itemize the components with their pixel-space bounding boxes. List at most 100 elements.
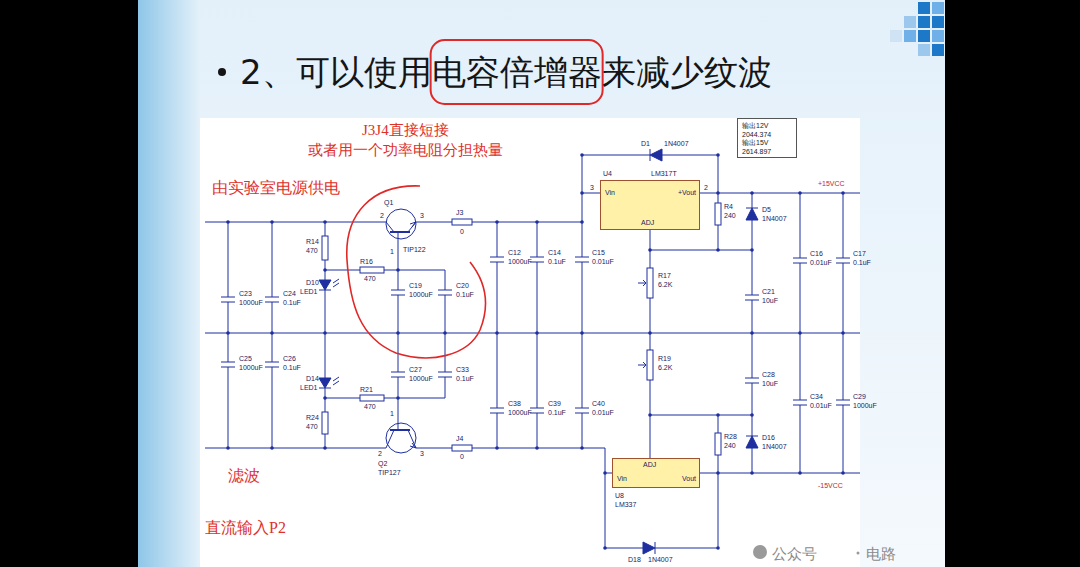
component-label: C26 — [283, 355, 296, 362]
junction-dot — [535, 446, 539, 450]
logo-square — [918, 16, 930, 28]
component-label: R14 — [306, 238, 319, 245]
component-label: 1000uF — [853, 402, 877, 409]
logo-square — [932, 30, 944, 42]
slide-title: 2、可以使用电容倍增器来减少纹波 — [240, 50, 772, 96]
junction-dot — [226, 446, 230, 450]
schematic — [205, 149, 860, 554]
wiper-arrow — [638, 280, 646, 368]
component-label: R24 — [306, 414, 319, 421]
junction-dot — [580, 153, 584, 157]
junction-dot — [716, 191, 720, 195]
component-label: 10uF — [762, 297, 778, 304]
component-label: C34 — [810, 393, 823, 400]
table-cell: 输出15V — [742, 138, 792, 148]
junction-dot — [580, 220, 584, 224]
resistor-symbol — [360, 267, 384, 273]
junction-dot — [495, 220, 499, 224]
component-label: C28 — [762, 371, 775, 378]
component-label: C16 — [810, 250, 823, 257]
component-label: 0.1uF — [548, 258, 566, 265]
resistor-symbol — [322, 412, 328, 434]
pin-name: ADJ — [643, 461, 656, 468]
logo-square — [918, 2, 930, 14]
component-label: C12 — [508, 249, 521, 256]
component-label: 0.1uF — [456, 291, 474, 298]
component-label: J3 — [456, 209, 463, 216]
component-label: D1 — [641, 140, 650, 147]
junction-dot — [716, 546, 720, 550]
component-label: 1 — [390, 410, 394, 417]
watermark: 公众号 — [772, 545, 817, 564]
junction-dot — [396, 331, 400, 335]
component-label: 3 — [420, 212, 424, 219]
led-light-arrows — [333, 279, 339, 385]
junction-dot — [535, 220, 539, 224]
pin-name: ADJ — [641, 219, 654, 226]
component-label: 240 — [724, 442, 736, 449]
component-label: 0.01uF — [810, 259, 832, 266]
component-label: 2 — [380, 212, 384, 219]
junction-dot — [443, 331, 447, 335]
component-label: 0.1uF — [548, 409, 566, 416]
component-label: 1N4007 — [648, 556, 673, 563]
component-label: 2 — [378, 450, 382, 457]
junction-dot — [495, 331, 499, 335]
component-label: 6.2K — [658, 281, 672, 288]
component-label: 0.1uF — [456, 375, 474, 382]
component-label: 1 — [390, 248, 394, 255]
table-cell: 2044.374 — [742, 131, 792, 138]
component-label: R4 — [724, 203, 733, 210]
junction-dot — [603, 546, 607, 550]
junction-dot — [750, 331, 754, 335]
junction-dot — [323, 446, 327, 450]
watermark: 电路 — [866, 545, 896, 564]
potentiometer-symbol — [647, 268, 653, 298]
component-label: C38 — [508, 400, 521, 407]
annotation-note: 滤波 — [228, 466, 260, 487]
component-label: D5 — [762, 206, 771, 213]
junction-dot — [603, 471, 607, 475]
component-label: 0.1uF — [853, 259, 871, 266]
junction-dot — [798, 191, 802, 195]
capacitor-symbol — [221, 333, 850, 473]
component-label: C33 — [456, 366, 469, 373]
component-label: C21 — [762, 288, 775, 295]
annotation-note: J3J4直接短接 — [362, 121, 449, 140]
logo-square — [904, 30, 916, 42]
table-cell: 输出12V — [742, 121, 792, 131]
resistor-symbol — [715, 433, 721, 455]
component-label: 10uF — [762, 380, 778, 387]
junction-dot — [648, 331, 652, 335]
hand-drawn-loop — [347, 186, 486, 358]
junction-dot — [323, 331, 327, 335]
part-label: U4 — [603, 170, 612, 177]
wire — [205, 155, 860, 548]
component-label: 470 — [306, 423, 318, 430]
junction-dot — [750, 191, 754, 195]
component-label: C27 — [409, 366, 422, 373]
component-label: D16 — [762, 434, 775, 441]
junction-dot — [841, 191, 845, 195]
jumper-symbol — [452, 445, 472, 451]
component-label: C17 — [853, 250, 866, 257]
component-label: 2 — [704, 184, 708, 191]
component-label: 1000uF — [239, 299, 263, 306]
resistor-symbol — [360, 395, 384, 401]
component-label: 1N4007 — [664, 140, 689, 147]
junction-dot — [580, 331, 584, 335]
regulator-ic: U4LM317TVin+VoutADJ — [600, 180, 700, 230]
regulator-ic: VinADJVoutU8LM337 — [612, 458, 700, 488]
component-label: 1000uF — [239, 364, 263, 371]
pin-name: Vin — [605, 189, 615, 196]
component-label: 240 — [724, 212, 736, 219]
component-label: D18 — [628, 556, 641, 563]
component-label: 1N4007 — [762, 443, 787, 450]
junction-dot — [841, 471, 845, 475]
component-label: 0 — [460, 228, 464, 235]
annotation-note: 或者用一个功率电阻分担热量 — [308, 141, 503, 160]
component-label: LED1 — [300, 384, 318, 391]
junction-dots — [226, 153, 845, 550]
